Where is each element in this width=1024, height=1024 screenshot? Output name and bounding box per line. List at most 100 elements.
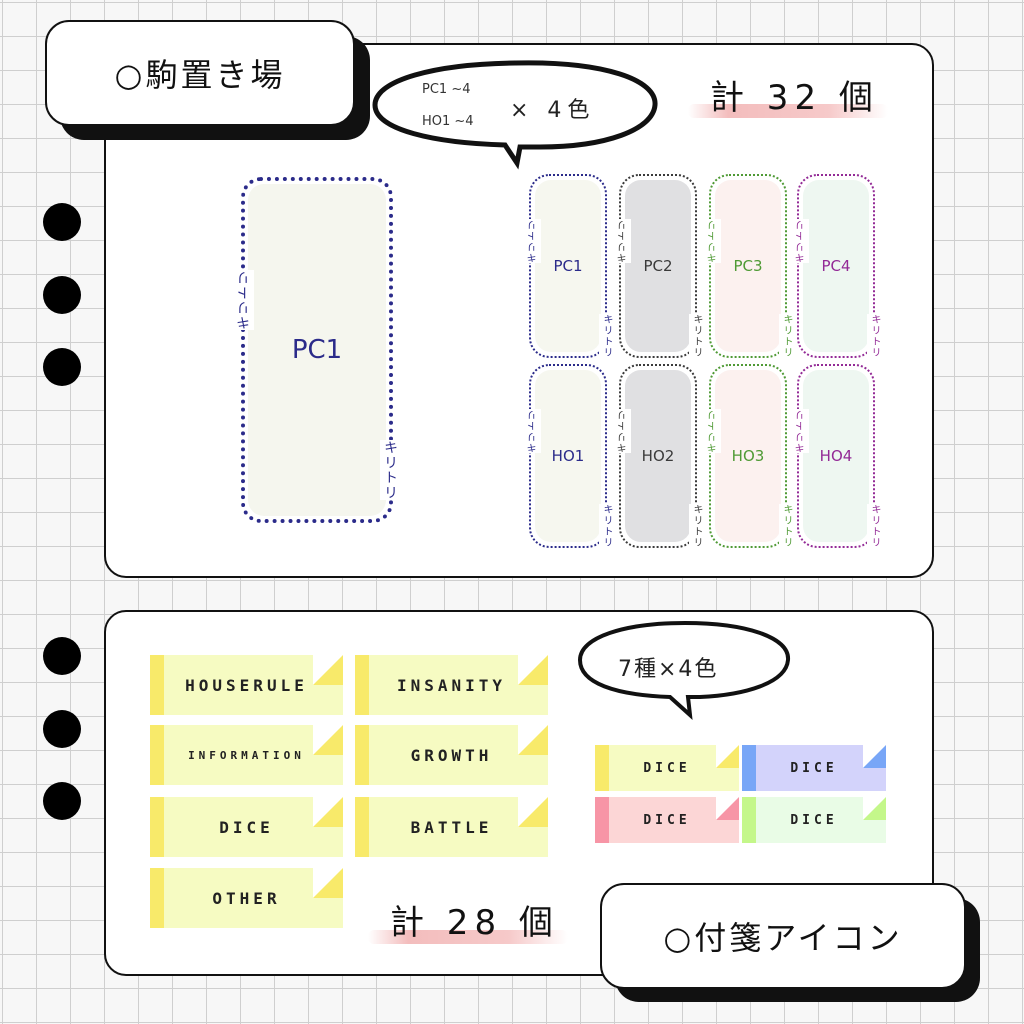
- sticky-label: BATTLE: [410, 817, 493, 837]
- cut-line-text: キリトリ: [616, 409, 631, 453]
- binder-hole: [43, 203, 81, 241]
- piece-label: PC4: [821, 257, 851, 275]
- sticky-insanity: INSANITY: [355, 655, 548, 715]
- piece-label: PC2: [643, 257, 673, 275]
- sticky-strip: [595, 745, 609, 791]
- piece-fill: [535, 370, 601, 542]
- brush-underline: [688, 104, 888, 118]
- sticky-battle: BATTLE: [355, 797, 548, 857]
- piece-ho2: HO2: [619, 364, 697, 548]
- sticky-label: INSANITY: [396, 675, 507, 695]
- sticky-label: DICE: [643, 812, 691, 828]
- cut-line-text: キリトリ: [867, 504, 882, 548]
- sticky-dice: DICE: [150, 797, 343, 857]
- sticky-count: 計 28 個: [390, 903, 559, 943]
- bubble-text: 7種×4色: [618, 657, 719, 682]
- cut-line-text: キリトリ: [599, 314, 614, 358]
- piece-pc4: PC4: [797, 174, 875, 358]
- folded-corner: [313, 655, 343, 685]
- cut-line-text: キリトリ: [380, 440, 400, 500]
- sticky-strip: [150, 725, 164, 785]
- cut-line-text: キリトリ: [779, 504, 794, 548]
- cut-line-text: キリトリ: [706, 219, 721, 263]
- cut-line-text: キリトリ: [234, 270, 254, 330]
- piece-ho4: HO4: [797, 364, 875, 548]
- piece-fill: [535, 180, 601, 352]
- sticky-label: DICE: [790, 760, 838, 776]
- piece-label: PC3: [733, 257, 763, 275]
- sticky-strip: [355, 655, 369, 715]
- piece-fill: [715, 180, 781, 352]
- cut-line-text: キリトリ: [526, 219, 541, 263]
- sticky-strip: [150, 868, 164, 928]
- cut-line-text: キリトリ: [867, 314, 882, 358]
- folded-corner: [313, 868, 343, 898]
- sticky-color-variant: DICE: [742, 797, 886, 843]
- sticky-label: DICE: [643, 760, 691, 776]
- speech-bubble: [372, 60, 658, 170]
- sticky-label: DICE: [219, 817, 274, 837]
- piece-fill: [625, 180, 691, 352]
- sticky-label: OTHER: [212, 888, 281, 908]
- sticky-strip: [355, 725, 369, 785]
- piece-label: HO1: [551, 447, 585, 465]
- sticky-label: INFORMATION: [188, 748, 305, 762]
- cut-line-text: キリトリ: [616, 219, 631, 263]
- binder-hole: [43, 276, 81, 314]
- piece-fill: [715, 370, 781, 542]
- sticky-strip: [150, 655, 164, 715]
- sticky-other: OTHER: [150, 868, 343, 928]
- cut-line-text: キリトリ: [706, 409, 721, 453]
- folded-corner: [518, 655, 548, 685]
- section-title-pieces: ○駒置き場: [45, 20, 355, 126]
- piece-fill: [625, 370, 691, 542]
- bubble-line-2: HO1 ~4: [422, 114, 474, 129]
- folded-corner: [313, 797, 343, 827]
- sticky-strip: [150, 797, 164, 857]
- folded-corner: [716, 745, 739, 768]
- binder-hole: [43, 348, 81, 386]
- cut-line-text: キリトリ: [599, 504, 614, 548]
- section-title-sticky-icons: ○付箋アイコン: [600, 883, 966, 989]
- piece-pc1: PC1: [529, 174, 607, 358]
- sticky-color-variant: DICE: [595, 797, 739, 843]
- folded-corner: [716, 797, 739, 820]
- cut-line-text: キリトリ: [689, 504, 704, 548]
- sticky-information: INFORMATION: [150, 725, 343, 785]
- brush-underline: [368, 930, 568, 944]
- folded-corner: [313, 725, 343, 755]
- cut-line-text: キリトリ: [526, 409, 541, 453]
- cut-line-text: キリトリ: [794, 409, 809, 453]
- piece-ho3: HO3: [709, 364, 787, 548]
- speech-bubble: [577, 620, 790, 721]
- bubble-line-1: PC1 ~4: [422, 82, 471, 97]
- sticky-label: GROWTH: [410, 745, 493, 765]
- large-piece-label: PC1: [291, 335, 343, 365]
- sticky-label: HOUSERULE: [185, 675, 308, 695]
- piece-label: HO4: [819, 447, 853, 465]
- bubble-multiplier: × 4色: [510, 98, 596, 123]
- large-piece-pc1: PC1: [241, 177, 393, 523]
- piece-fill: [803, 180, 869, 352]
- cut-line-text: キリトリ: [689, 314, 704, 358]
- sticky-strip: [355, 797, 369, 857]
- sticky-color-variant: DICE: [595, 745, 739, 791]
- piece-ho1: HO1: [529, 364, 607, 548]
- folded-corner: [518, 797, 548, 827]
- folded-corner: [863, 745, 886, 768]
- sticky-color-variant: DICE: [742, 745, 886, 791]
- sticky-strip: [742, 797, 756, 843]
- sticky-growth: GROWTH: [355, 725, 548, 785]
- cut-line-text: キリトリ: [794, 219, 809, 263]
- piece-fill: [803, 370, 869, 542]
- folded-corner: [518, 725, 548, 755]
- piece-label: HO2: [641, 447, 675, 465]
- binder-hole: [43, 710, 81, 748]
- sticky-strip: [595, 797, 609, 843]
- folded-corner: [863, 797, 886, 820]
- piece-label: PC1: [553, 257, 583, 275]
- piece-label: HO3: [731, 447, 765, 465]
- piece-pc2: PC2: [619, 174, 697, 358]
- sticky-houserule: HOUSERULE: [150, 655, 343, 715]
- binder-hole: [43, 637, 81, 675]
